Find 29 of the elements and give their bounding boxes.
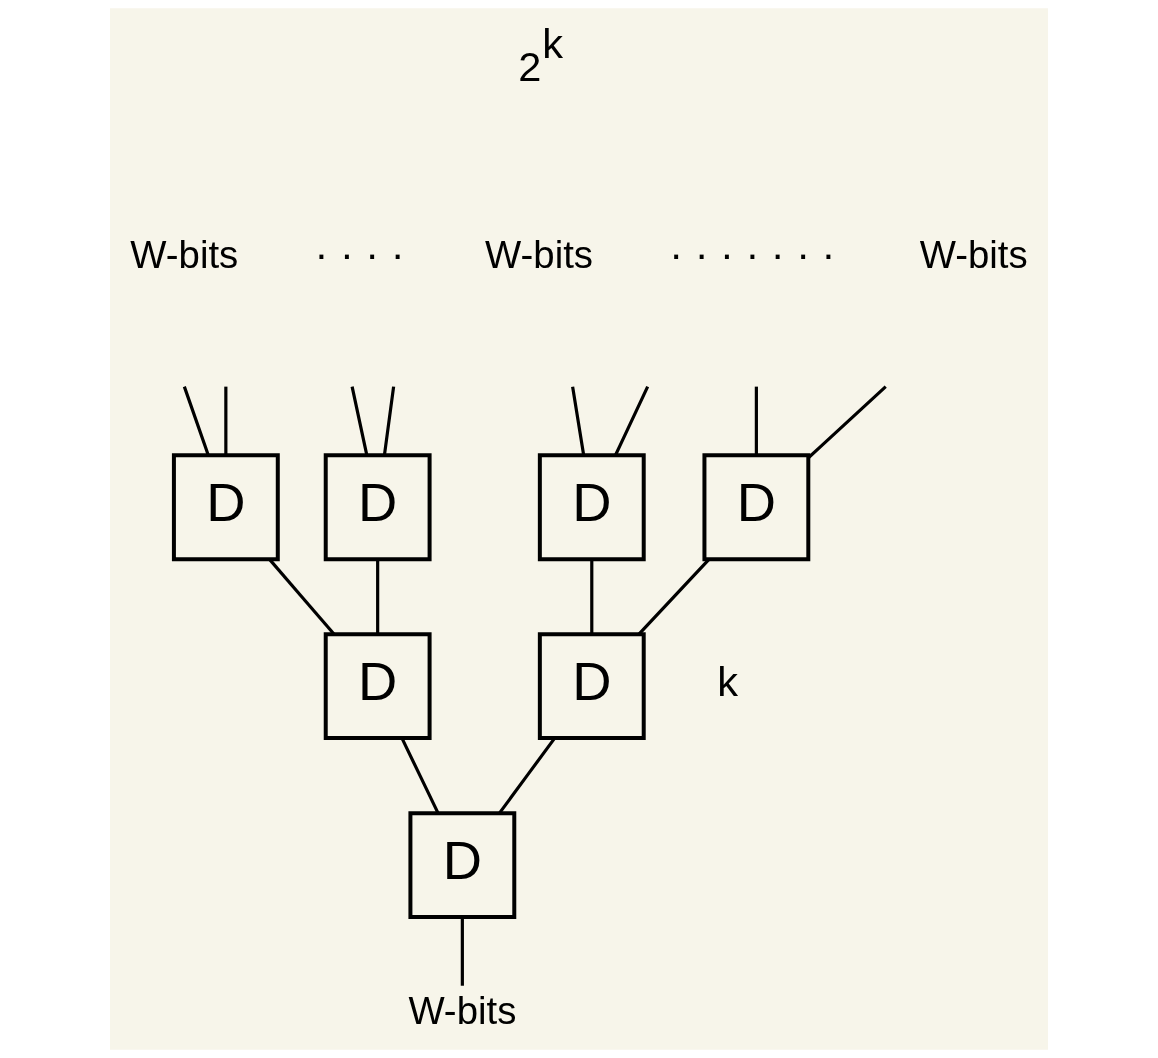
connector	[571, 386, 586, 456]
node-box: D	[323, 453, 432, 562]
label: · · · · · · ·	[669, 230, 836, 278]
connector	[182, 386, 210, 456]
connector	[498, 737, 556, 815]
connector	[382, 386, 396, 456]
node-text: W-bits	[919, 233, 1028, 277]
node-box: D	[408, 811, 517, 920]
connector	[268, 558, 336, 636]
connector	[460, 917, 464, 986]
node-text: W-bits	[408, 989, 517, 1033]
label: k	[717, 658, 738, 706]
connector	[614, 385, 650, 456]
connector	[224, 386, 228, 455]
connector	[376, 559, 380, 635]
node-text: W-bits	[485, 233, 594, 277]
connector	[807, 385, 887, 459]
connector	[400, 737, 440, 814]
connector	[590, 559, 594, 635]
node-box: D	[537, 453, 646, 562]
node-box: D	[702, 453, 811, 562]
node-box: D	[171, 453, 280, 562]
node-text: W-bits	[130, 233, 239, 277]
node-box: D	[323, 632, 432, 741]
connector	[350, 386, 369, 456]
connector	[754, 386, 758, 455]
connector	[637, 558, 711, 636]
label: · · · ·	[314, 230, 405, 278]
node-box: D	[537, 632, 646, 741]
